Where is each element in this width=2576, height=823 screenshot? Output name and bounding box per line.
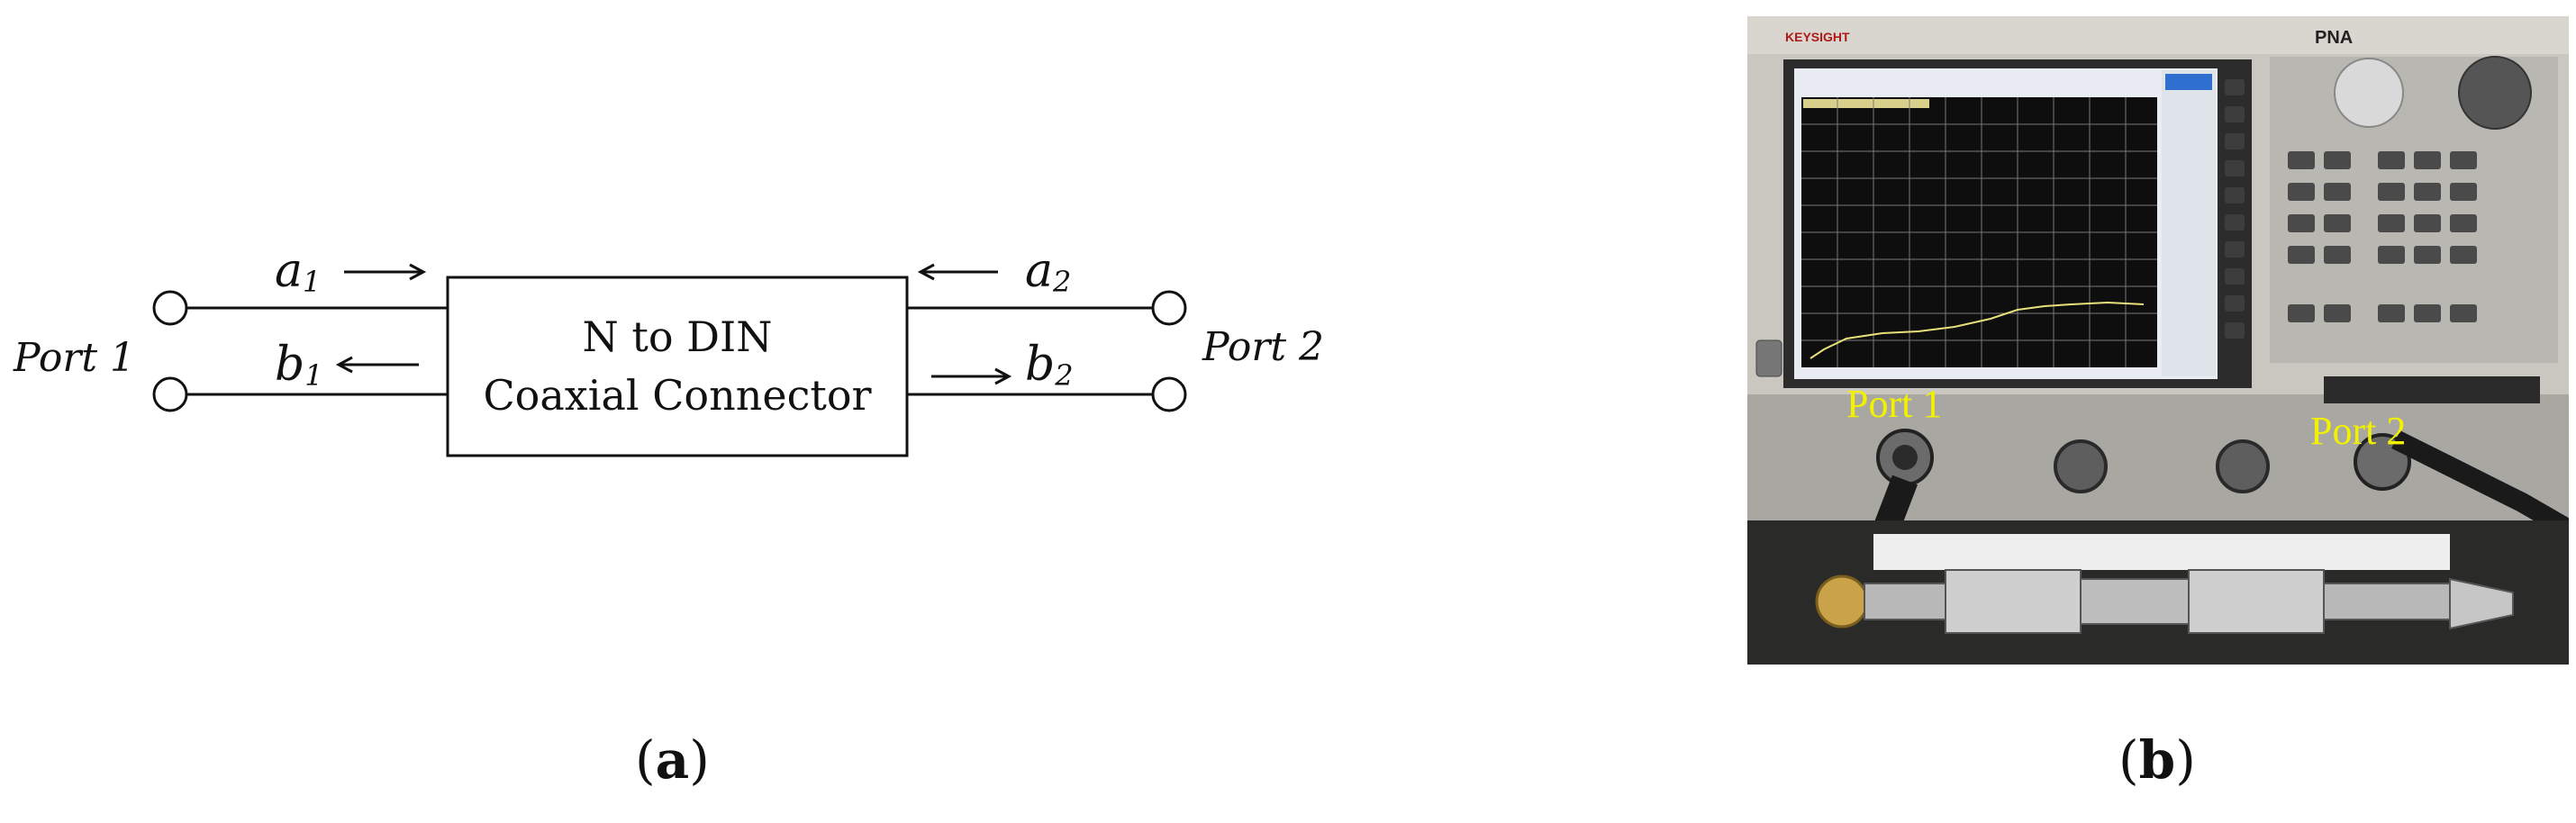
rotary-knob — [2334, 58, 2404, 128]
power-button — [1755, 339, 1782, 377]
port2-terminal-bottom — [1151, 376, 1187, 412]
connector-adapter-1 — [1864, 583, 1946, 620]
port1-terminal-top — [152, 290, 188, 326]
connector-adapter-4 — [2188, 569, 2325, 634]
a2-arrow-left — [917, 263, 998, 281]
screen-softkey-top — [2165, 74, 2212, 90]
connector-adapter-2 — [1945, 569, 2082, 634]
knob-right — [2216, 439, 2270, 493]
port2-label: Port 2 — [1202, 324, 1324, 370]
b2-label: b2 — [1025, 338, 1074, 393]
photo-port1-label: Port 1 — [1846, 382, 1942, 426]
box-label-line2: Coaxial Connector — [483, 371, 871, 420]
connector-adapter-3 — [2080, 578, 2190, 625]
screen-grid — [1801, 97, 2157, 367]
brass-cap — [1815, 574, 1869, 629]
port1-terminal-bottom — [152, 376, 188, 412]
port1-connector-inner — [1892, 445, 1918, 470]
a2-label: a2 — [1025, 244, 1071, 299]
screen-trace-header — [1803, 99, 1929, 108]
a1-label: a1 — [275, 244, 321, 299]
model-label: PNA — [2315, 28, 2353, 48]
usb-ports — [2324, 376, 2540, 403]
white-sheet — [1873, 534, 2450, 570]
connector-box — [446, 276, 909, 457]
keypad-buttons — [2288, 151, 2477, 322]
screen-trace — [1810, 301, 2145, 359]
nav-pad — [2458, 56, 2532, 130]
connector-adapter-5 — [2323, 583, 2451, 620]
port2-terminal-top — [1151, 290, 1187, 326]
vna-photo: KEYSIGHT PNA — [1747, 16, 2569, 665]
b1-arrow-left — [335, 356, 419, 374]
cable-right — [2391, 430, 2569, 538]
knob-left — [2054, 439, 2108, 493]
b2-arrow-right — [931, 367, 1012, 385]
two-port-diagram: N to DIN Coaxial Connector Port 1 Port 2… — [13, 244, 1324, 457]
box-label-line1: N to DIN — [583, 312, 773, 361]
brand-logo: KEYSIGHT — [1785, 30, 1850, 44]
caption-a: (a) — [635, 729, 710, 791]
screen-softkey-panel — [2162, 70, 2216, 376]
instrument-top-strip — [1747, 16, 2569, 54]
connector-end-cap — [2449, 577, 2514, 630]
screen-side-keys — [2225, 79, 2245, 339]
photo-port2-label: Port 2 — [2310, 409, 2406, 453]
caption-b: (b) — [2118, 729, 2196, 791]
a1-arrow-right — [344, 263, 427, 281]
port1-label: Port 1 — [13, 335, 135, 381]
b1-label: b1 — [275, 338, 323, 393]
